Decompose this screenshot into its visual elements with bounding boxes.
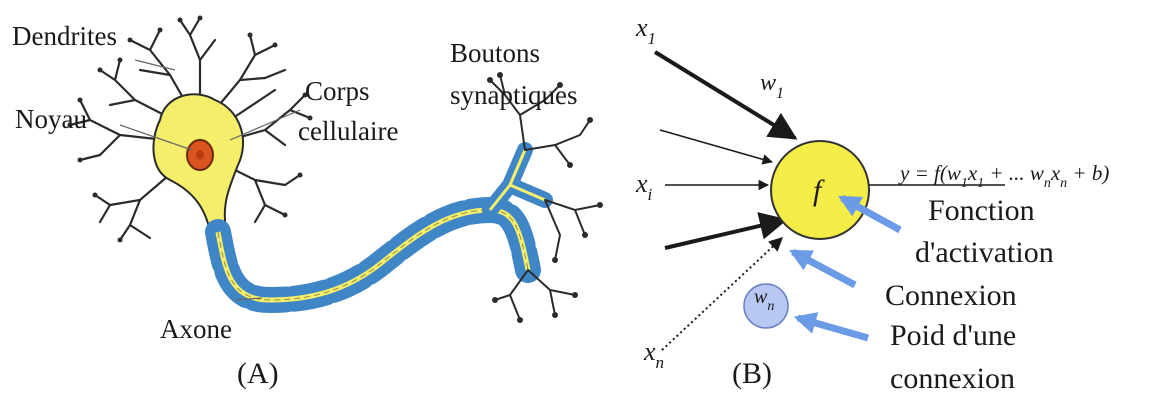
label-corps-line1: Corps bbox=[305, 76, 370, 106]
biological-neuron: Dendrites Noyau Corps cellulaire Boutons… bbox=[12, 16, 603, 391]
label-poids-line1: Poid d'une bbox=[890, 319, 1016, 352]
label-connexion: Connexion bbox=[885, 279, 1017, 312]
input-arrow-4 bbox=[665, 220, 785, 248]
output-formula: y = f(w1x1 + ... wnxn + b) bbox=[898, 161, 1109, 191]
label-axone: Axone bbox=[160, 314, 232, 344]
label-corps-line2: cellulaire bbox=[298, 116, 398, 146]
caption-a: (A) bbox=[237, 357, 279, 390]
label-boutons-line2: synaptiques bbox=[450, 80, 578, 110]
axon-myelin bbox=[218, 210, 528, 300]
pointer-arrow-connexion bbox=[793, 252, 855, 285]
label-noyau: Noyau bbox=[15, 104, 87, 134]
label-poids-line2: connexion bbox=[890, 362, 1015, 395]
caption-b: (B) bbox=[732, 357, 772, 390]
input-xi-label: xi bbox=[635, 169, 653, 204]
pointer-arrow-poids bbox=[798, 318, 868, 338]
label-boutons-line1: Boutons bbox=[450, 38, 540, 68]
input-x1-label: x1 bbox=[635, 13, 656, 48]
label-fonction: Fonction bbox=[928, 194, 1035, 227]
input-arrow-2 bbox=[660, 130, 772, 162]
label-activation: d'activation bbox=[915, 236, 1054, 269]
weight-w1-label: w1 bbox=[760, 70, 784, 102]
artificial-neuron: f wn x1 w1 xi xn y = f(w1x1 + ... wnxn +… bbox=[635, 13, 1109, 395]
label-dendrites: Dendrites bbox=[12, 21, 117, 51]
input-xn-label: xn bbox=[643, 337, 664, 372]
